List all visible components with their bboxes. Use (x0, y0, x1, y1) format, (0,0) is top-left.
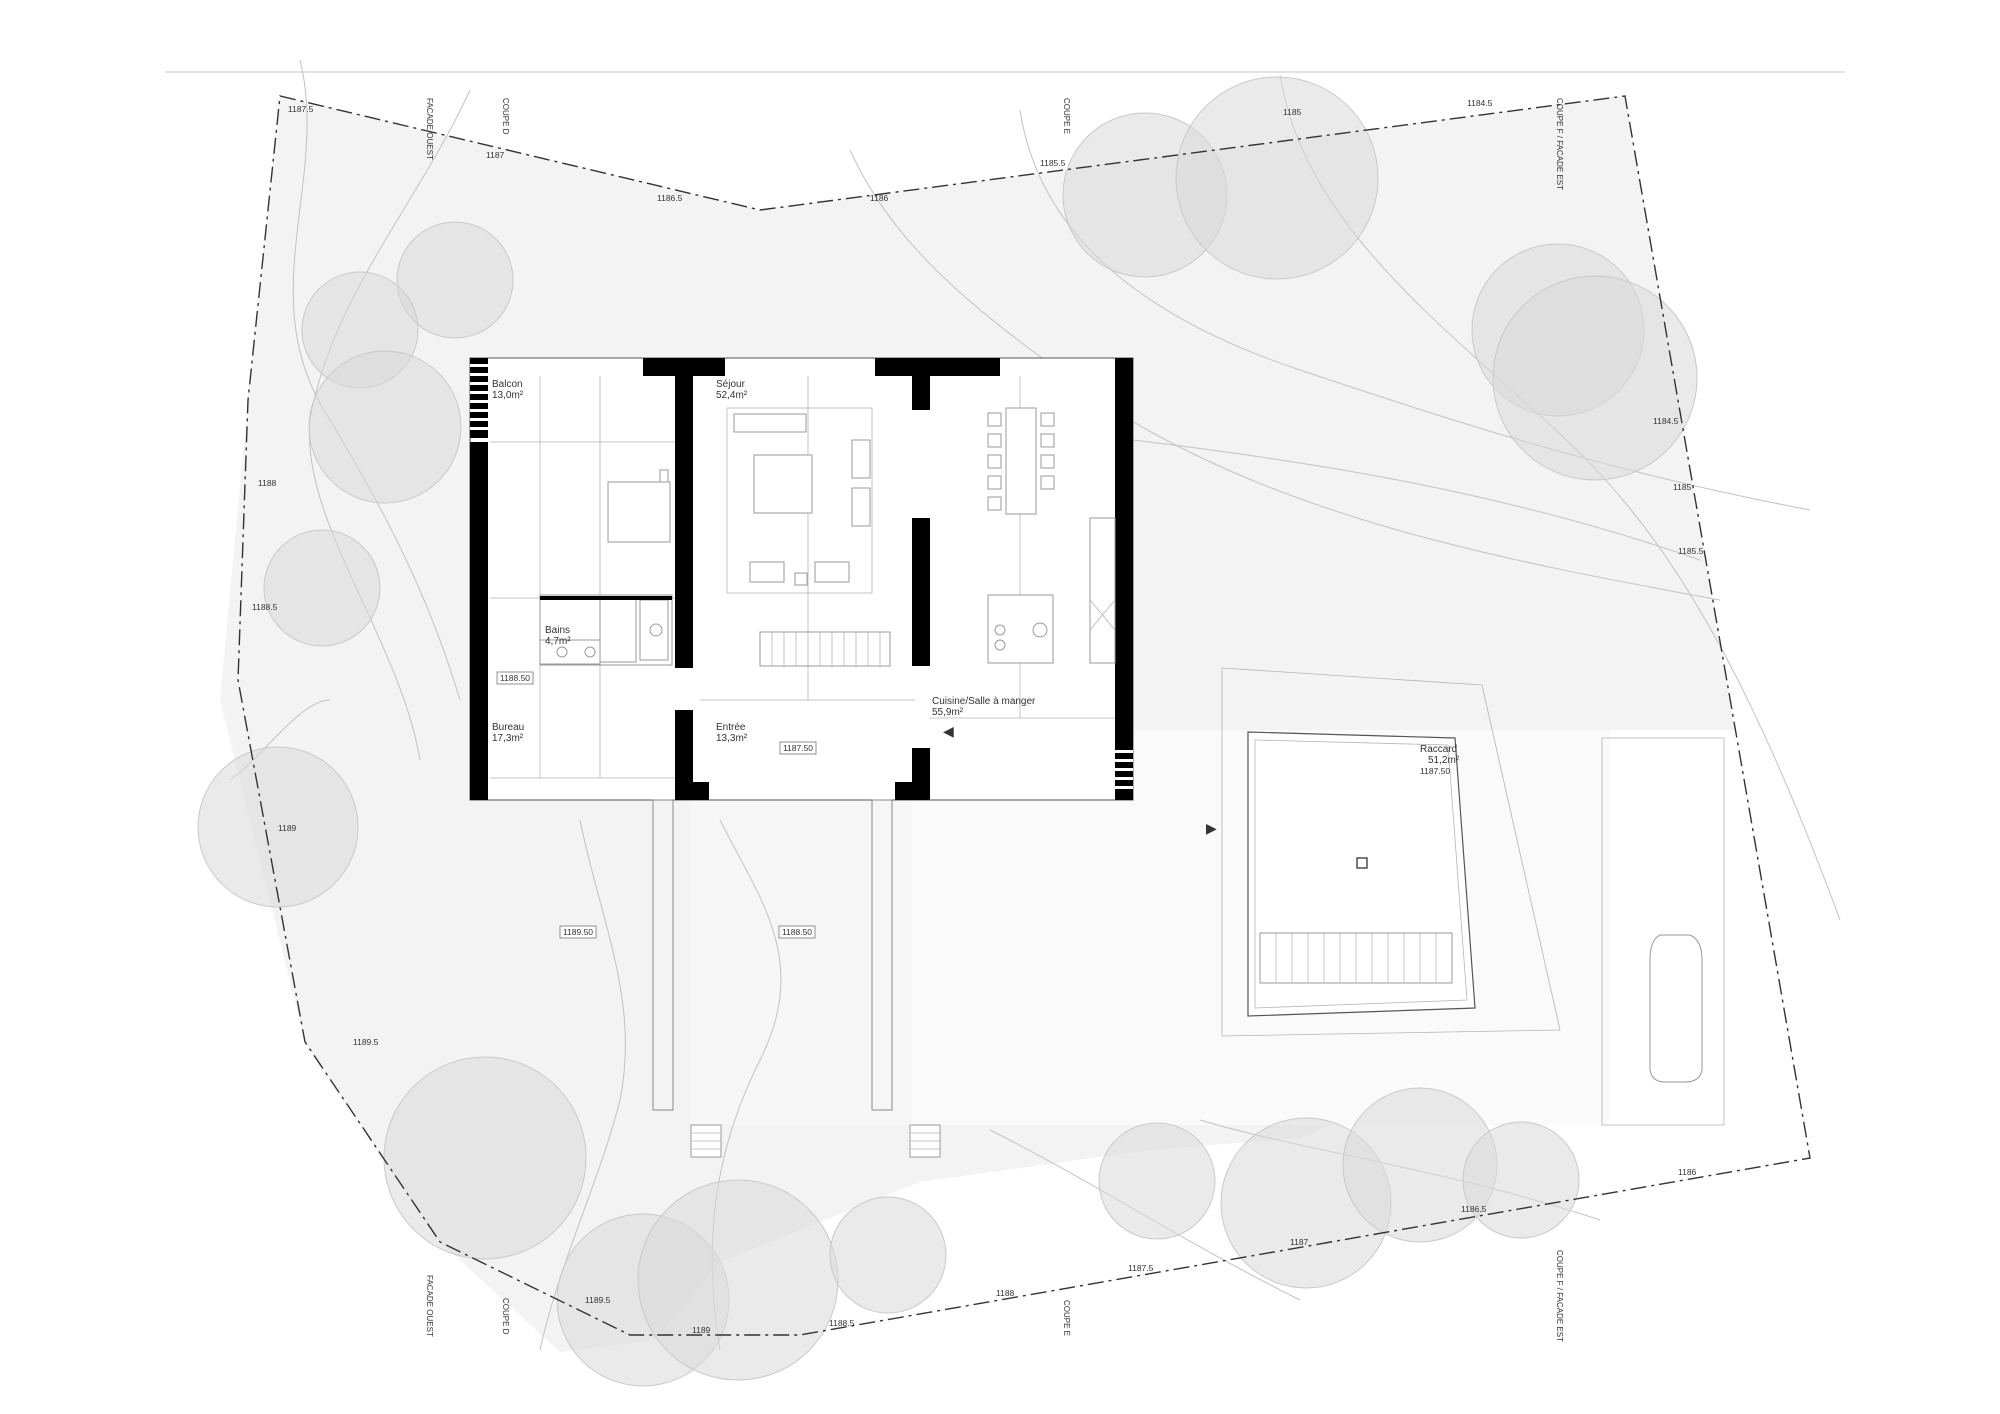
railing-gaps (470, 364, 488, 430)
section-markers: FACADE OUEST COUPE D COUPE E COUPE F / F… (425, 98, 1564, 1342)
wall-sejour-east-top (912, 358, 930, 410)
elevation-label: 1185 (1673, 482, 1692, 492)
section-coupe-f-bottom: COUPE F / FACADE EST (1555, 1250, 1564, 1342)
section-coupe-e-bottom: COUPE E (1062, 1300, 1071, 1336)
tree (637, 1179, 839, 1381)
tree (383, 1056, 587, 1260)
level-garden-west: 1189.50 (563, 927, 593, 937)
dining-table (987, 407, 1055, 515)
elevation-label: 1188.5 (829, 1318, 855, 1328)
room-area-bains: 4,7m² (545, 636, 571, 647)
east-railing-gaps (1115, 750, 1133, 789)
elevation-label: 1185.5 (1040, 158, 1066, 168)
elevation-label: 1188.5 (252, 602, 278, 612)
room-area-balcon: 13,0m² (492, 390, 524, 401)
elevation-label: 1186.5 (657, 193, 683, 203)
room-area-sejour: 52,4m² (716, 390, 748, 401)
section-facade-ouest-top: FACADE OUEST (425, 98, 434, 160)
level-raccard: 1187.50 (1420, 766, 1450, 776)
bed (607, 469, 671, 543)
trees (197, 76, 1698, 1387)
tree (1492, 275, 1698, 481)
room-name-bureau: Bureau (492, 722, 524, 733)
access-paths: 1189.50 1188.50 (559, 799, 941, 1158)
room-area-cuisine: 55,9m² (932, 707, 964, 718)
car-icon (1649, 934, 1703, 1083)
elevation-label: 1189 (278, 823, 297, 833)
elevation-label: 1186 (870, 193, 889, 203)
living-furniture (726, 407, 873, 594)
elevation-label: 1189 (692, 1325, 711, 1335)
bathroom-fixtures (539, 594, 673, 666)
room-name-entree: Entrée (716, 722, 746, 733)
kitchen (987, 517, 1116, 664)
level-entree: 1187.50 (783, 743, 813, 753)
wall-entry-sill-east (895, 782, 930, 800)
room-name-bains: Bains (545, 625, 570, 636)
section-coupe-f-top: COUPE F / FACADE EST (1555, 98, 1564, 190)
room-name-sejour: Séjour (716, 379, 746, 390)
tree (263, 529, 381, 647)
east-railing (1115, 743, 1133, 800)
room-area-bureau: 17,3m² (492, 733, 524, 744)
tree (1175, 76, 1379, 280)
room-labels: Balcon 13,0m² Séjour 52,4m² Bains 4,7m² … (492, 379, 1036, 744)
room-area-raccard: 51,2m² (1428, 755, 1460, 766)
wall-entry-sill (675, 782, 709, 800)
section-coupe-d-top: COUPE D (501, 98, 510, 135)
elevation-label: 1187 (486, 150, 505, 160)
wall-entry-west (675, 710, 693, 800)
elevation-label: 1185.5 (1678, 546, 1704, 556)
room-name-balcon: Balcon (492, 379, 523, 390)
elevation-label: 1189.5 (585, 1295, 611, 1305)
tree (1098, 1122, 1216, 1240)
elevation-label: 1185 (1283, 107, 1302, 117)
raccard: ▶ Raccard 51,2m² 1187.50 (1206, 667, 1561, 1037)
elevation-label: 1184.5 (1467, 98, 1493, 108)
elevation-label: 1187.5 (1128, 1263, 1154, 1273)
parking (1601, 737, 1725, 1126)
tree (197, 746, 359, 908)
room-name-cuisine: Cuisine/Salle à manger (932, 696, 1036, 707)
section-facade-ouest-bottom: FACADE OUEST (425, 1275, 434, 1337)
elevation-label: 1188 (996, 1288, 1015, 1298)
room-area-entree: 13,3m² (716, 733, 748, 744)
section-coupe-d-bottom: COUPE D (501, 1298, 510, 1335)
east-wall (1115, 358, 1133, 743)
tree (396, 221, 514, 339)
contour-elevations: 1187.5 1187 1186.5 1186 1185.5 1185 1184… (252, 98, 1704, 1335)
balcony-railing (470, 358, 488, 438)
room-name-raccard: Raccard (1420, 744, 1457, 755)
elevation-label: 1189.5 (353, 1037, 379, 1047)
elevation-label: 1184.5 (1653, 416, 1679, 426)
section-coupe-e-top: COUPE E (1062, 98, 1071, 134)
west-wall (470, 442, 488, 800)
elevation-label: 1188 (258, 478, 277, 488)
wall-north-b (875, 358, 1000, 376)
level-garden-center: 1188.50 (782, 927, 812, 937)
elevation-label: 1187 (1290, 1237, 1309, 1247)
wall-sejour-west (675, 358, 693, 668)
elevation-label: 1187.5 (288, 104, 314, 114)
tree (308, 350, 462, 504)
tree (1462, 1121, 1580, 1239)
house: 1188.50 1187.50 ◀ (469, 357, 1134, 801)
level-bureau: 1188.50 (500, 673, 530, 683)
tree (829, 1196, 947, 1314)
property-boundary (237, 95, 1811, 1336)
raccard-arrow-icon: ▶ (1206, 820, 1217, 836)
elevation-label: 1186 (1678, 1167, 1697, 1177)
entry-arrow-icon: ◀ (943, 723, 954, 739)
interior-stair (759, 631, 891, 667)
elevation-label: 1186.5 (1461, 1204, 1487, 1214)
wall-sejour-east (912, 518, 930, 666)
